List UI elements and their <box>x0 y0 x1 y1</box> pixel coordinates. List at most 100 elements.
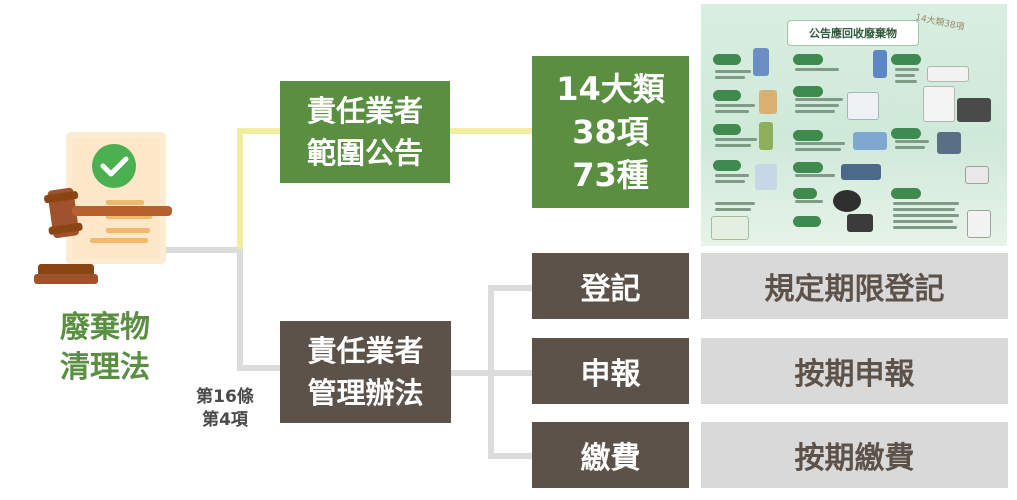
rule-desc-register-text: 規定期限登記 <box>764 272 945 307</box>
notice-text <box>893 202 959 205</box>
branch-top-line2: 範圍公告 <box>306 136 423 170</box>
notice-text <box>893 214 959 217</box>
notice-text <box>715 180 745 183</box>
rule-label-register: 登記 <box>532 253 689 319</box>
law-title-line1: 廢棄物 <box>60 310 150 345</box>
notice-item-picture <box>965 166 989 184</box>
notice-text <box>895 140 929 143</box>
notice-text <box>715 76 745 79</box>
notice-item-picture <box>847 92 879 120</box>
rule-label-report: 申報 <box>532 338 689 404</box>
notice-text <box>715 104 755 107</box>
notice-item-picture <box>967 210 991 238</box>
branch-bottom-line2: 管理辦法 <box>307 376 424 410</box>
notice-text <box>715 70 751 73</box>
article-line1: 第16條 <box>196 387 254 407</box>
notice-text <box>795 200 823 203</box>
scope-items: 38項 <box>572 112 649 151</box>
notice-item-picture <box>711 216 749 240</box>
rule-desc-fee: 按期繳費 <box>701 422 1008 488</box>
notice-item-picture <box>927 66 969 82</box>
notice-text <box>795 104 839 107</box>
rule-label-report-text: 申報 <box>580 357 641 392</box>
notice-text <box>795 148 841 151</box>
notice-title: 公告應回收廢棄物 <box>787 20 919 46</box>
notice-text <box>715 174 749 177</box>
article-reference: 第16條 第4項 <box>180 386 270 432</box>
notice-category-header <box>891 54 921 65</box>
notice-text <box>893 208 955 211</box>
notice-text <box>795 68 839 71</box>
notice-text <box>895 68 919 71</box>
rule-label-register-text: 登記 <box>580 272 641 307</box>
connector-vertical-lower <box>237 249 243 371</box>
connector-to-scope <box>449 128 533 134</box>
notice-item-picture <box>833 190 861 212</box>
notice-text <box>893 220 953 223</box>
connector-to-branch-bottom <box>237 365 282 371</box>
connector-to-fee <box>488 453 533 459</box>
notice-text <box>715 144 751 147</box>
notice-item-picture <box>937 132 961 154</box>
notice-item-picture <box>759 90 777 114</box>
notice-category-header <box>793 216 821 227</box>
rule-desc-fee-text: 按期繳費 <box>794 441 915 476</box>
notice-item-picture <box>873 50 887 78</box>
notice-text <box>715 138 757 141</box>
notice-category-header <box>891 128 921 139</box>
notice-category-header <box>793 188 817 199</box>
rule-desc-report: 按期申報 <box>701 338 1008 404</box>
rule-label-fee-text: 繳費 <box>580 441 641 476</box>
notice-category-header <box>793 162 823 173</box>
notice-category-header <box>793 130 823 141</box>
branch-bottom-line1: 責任業者 <box>307 334 424 368</box>
scope-categories: 14大類 <box>556 69 665 108</box>
branch-top-line1: 責任業者 <box>306 94 423 128</box>
connector-to-report <box>488 370 533 376</box>
notice-item-picture <box>923 86 955 122</box>
connector-vertical-upper <box>237 128 243 249</box>
notice-text <box>795 142 845 145</box>
rule-desc-report-text: 按期申報 <box>794 357 915 392</box>
rule-label-fee: 繳費 <box>532 422 689 488</box>
notice-text <box>795 174 835 177</box>
notice-text <box>795 110 835 113</box>
notice-category-header <box>793 86 823 97</box>
branch-scope-announcement: 責任業者 範圍公告 <box>280 81 450 183</box>
gavel-document-checkmark-icon <box>30 130 180 290</box>
law-title-line2: 清理法 <box>60 350 150 385</box>
connector-rules-horizontal <box>451 370 493 376</box>
notice-text <box>715 208 751 211</box>
article-line2: 第4項 <box>202 410 248 430</box>
notice-item-picture <box>853 132 887 150</box>
notice-category-header <box>793 54 823 65</box>
rule-desc-register: 規定期限登記 <box>701 253 1008 319</box>
notice-item-picture <box>755 164 777 190</box>
notice-badge: 14大類38項 <box>914 12 966 34</box>
recyclable-waste-notice-image: 公告應回收廢棄物 14大類38項 <box>701 4 1007 246</box>
notice-text <box>893 226 957 229</box>
notice-category-header <box>713 90 741 101</box>
notice-item-picture <box>753 48 769 76</box>
notice-item-picture <box>957 98 991 122</box>
notice-text <box>895 80 917 83</box>
law-title: 廢棄物 清理法 <box>35 308 175 388</box>
notice-item-picture <box>841 164 881 180</box>
notice-text <box>895 146 925 149</box>
connector-to-register <box>488 285 533 291</box>
notice-text <box>715 202 755 205</box>
notice-text <box>795 98 843 101</box>
scope-types: 73種 <box>572 155 649 194</box>
notice-category-header <box>713 124 741 135</box>
scope-summary: 14大類 38項 73種 <box>532 56 689 208</box>
connector-law-horizontal <box>165 247 243 253</box>
branch-management-rules: 責任業者 管理辦法 <box>280 321 451 423</box>
notice-category-header <box>891 188 921 199</box>
connector-to-branch-top <box>237 128 282 134</box>
notice-category-header <box>713 160 741 171</box>
notice-text <box>895 74 915 77</box>
notice-item-picture <box>847 214 873 232</box>
notice-text <box>715 110 749 113</box>
notice-category-header <box>713 54 741 65</box>
notice-item-picture <box>759 122 773 150</box>
